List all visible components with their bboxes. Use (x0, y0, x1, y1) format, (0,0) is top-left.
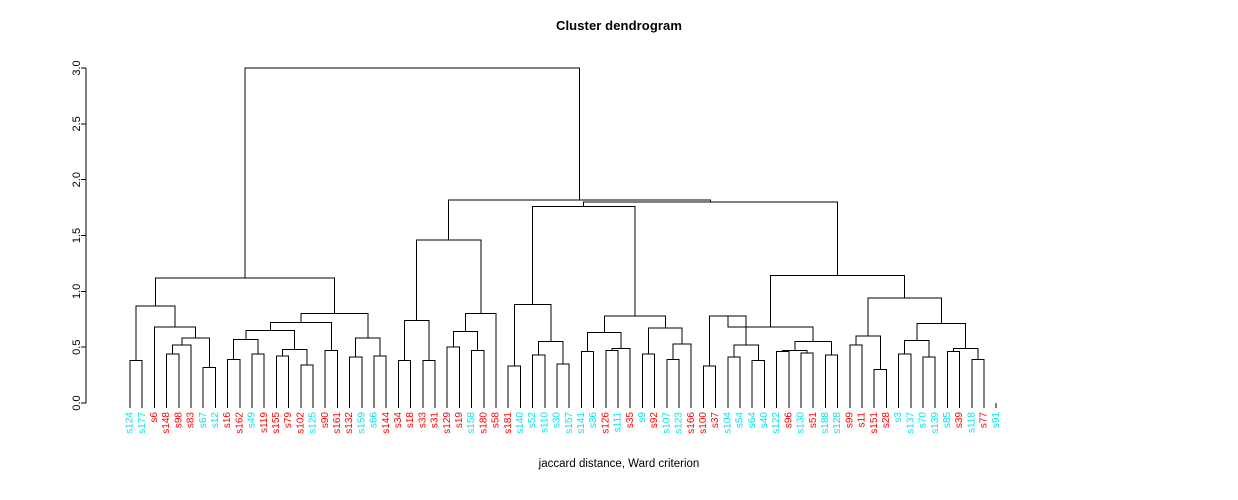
leaf-label: s52 (527, 412, 538, 429)
leaf-label: s37 (710, 412, 721, 429)
y-tick-label: 0.5 (71, 340, 83, 355)
leaf-label: s123 (674, 412, 685, 434)
leaf-label: s125 (308, 412, 319, 434)
leaf-label: s110 (539, 412, 550, 433)
y-tick-label: 2.5 (71, 116, 83, 131)
leaf-label: s19 (454, 412, 465, 429)
page-title: Cluster dendrogram (555, 18, 683, 33)
y-tick-label: 1.5 (71, 228, 83, 243)
leaf-label: s128 (832, 412, 843, 434)
leaf-label: s177 (137, 412, 148, 434)
leaf-label: s77 (979, 412, 990, 429)
leaf-label: s107 (661, 412, 672, 434)
leaf-label: s34 (393, 412, 404, 429)
leaf-label: s137 (905, 412, 916, 434)
leaf-label: s16 (222, 412, 233, 429)
leaf-label: s139 (930, 412, 941, 434)
leaf-label: s92 (649, 412, 660, 429)
leaf-label: s58 (491, 412, 502, 429)
leaf-label: s11 (857, 412, 868, 428)
leaf-label: s18 (405, 412, 416, 429)
leaf-label: s31 (430, 412, 441, 429)
leaf-label: s161 (332, 412, 343, 434)
leaf-label: s35 (625, 412, 636, 429)
y-tick-label: 0.0 (71, 395, 83, 410)
leaf-label: s96 (783, 412, 794, 429)
leaf-label: s12 (210, 412, 221, 429)
leaf-label: s188 (820, 412, 831, 434)
leaf-label: s124 (125, 412, 136, 434)
leaf-label: s64 (747, 412, 758, 429)
leaf-label: s91 (991, 412, 1002, 429)
leaf-label: s33 (417, 412, 428, 429)
leaf-label: s155 (271, 412, 282, 434)
leaf-label: s70 (918, 412, 929, 429)
leaf-label: s157 (564, 412, 575, 434)
leaf-label: s40 (759, 412, 770, 429)
leaf-label: s141 (576, 412, 587, 434)
leaf-label: s39 (954, 412, 965, 429)
leaf-label: s148 (161, 412, 172, 434)
y-tick-label: 2.0 (71, 172, 83, 187)
y-tick-label: 3.0 (71, 60, 83, 75)
leaf-label: s119 (259, 412, 270, 433)
leaf-label: s144 (381, 412, 392, 434)
x-axis-label: jaccard distance, Ward criterion (538, 458, 700, 470)
leaf-label: s166 (686, 412, 697, 434)
leaf-label: s100 (698, 412, 709, 434)
leaf-label: s30 (552, 412, 563, 429)
leaf-label: s6 (149, 412, 160, 423)
leaf-label: s67 (198, 412, 209, 429)
leaf-label: s36 (588, 412, 599, 429)
leaf-label: s132 (344, 412, 355, 434)
leaf-label: s151 (869, 412, 880, 434)
dendrogram-branches (129, 67, 985, 403)
leaf-label: s54 (735, 412, 746, 429)
y-axis: 0.0 0.5 1.0 1.5 2.0 2.5 3.0 (71, 60, 87, 411)
leaf-label: s181 (503, 412, 514, 434)
leaf-label: s104 (722, 412, 733, 434)
y-tick-label: 1.0 (71, 284, 83, 299)
leaf-label: s126 (600, 412, 611, 434)
leaf-label: s99 (844, 412, 855, 429)
leaf-label: s79 (283, 412, 294, 429)
leaf-label: s51 (808, 412, 819, 429)
leaf-label: s102 (295, 412, 306, 434)
leaf-label: s111 (613, 412, 624, 433)
leaf-label: s28 (881, 412, 892, 429)
leaf-label: s122 (771, 412, 782, 434)
leaf-label: s118 (966, 412, 977, 433)
leaf-tick-marks (129, 403, 997, 408)
leaf-label: s140 (515, 412, 526, 434)
leaf-label: s130 (796, 412, 807, 434)
leaf-label: s66 (369, 412, 380, 429)
leaf-label: s98 (173, 412, 184, 429)
leaf-label: s3 (893, 412, 904, 423)
leaf-label: s85 (942, 412, 953, 429)
leaf-label: s90 (320, 412, 331, 429)
leaf-label: s83 (186, 412, 197, 429)
leaf-label: s159 (356, 412, 367, 434)
leaf-label: s129 (442, 412, 453, 434)
leaf-label: s158 (466, 412, 477, 434)
leaf-label: s162 (234, 412, 245, 434)
leaf-label: s49 (247, 412, 258, 429)
leaf-label: s9 (637, 412, 648, 423)
leaf-label: s180 (478, 412, 489, 434)
